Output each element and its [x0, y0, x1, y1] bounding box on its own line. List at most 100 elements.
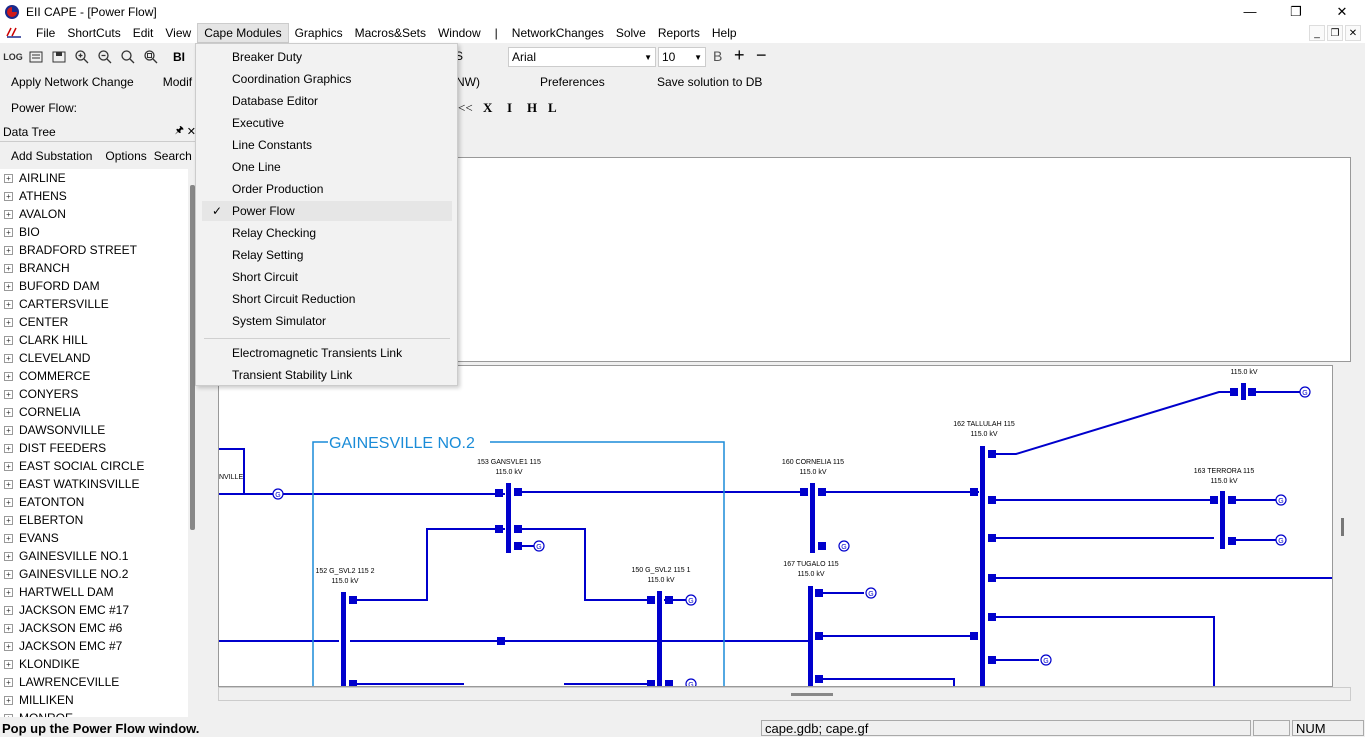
breaker[interactable] — [514, 542, 522, 550]
tree-item[interactable]: +BIO — [0, 223, 188, 241]
tree-item[interactable]: +BRANCH — [0, 259, 188, 277]
bus-bar[interactable] — [980, 446, 985, 687]
transmission-line[interactable] — [350, 528, 505, 601]
diagram-vertical-scrollbar[interactable] — [1333, 365, 1351, 687]
breaker[interactable] — [514, 488, 522, 496]
db-open-icon[interactable] — [26, 48, 46, 66]
nav-h-button[interactable]: H — [527, 100, 538, 115]
breaker[interactable] — [497, 637, 505, 645]
menu-cape-modules[interactable]: Cape Modules — [197, 23, 289, 43]
tree-item[interactable]: +MILLIKEN — [0, 691, 188, 709]
tree-item[interactable]: +ATHENS — [0, 187, 188, 205]
dropdown-item-electromagnetic-transients-link[interactable]: Electromagnetic Transients Link — [202, 343, 452, 363]
tree-item[interactable]: +BRADFORD STREET — [0, 241, 188, 259]
transmission-line[interactable] — [818, 678, 955, 687]
apply-network-change-button[interactable]: Apply Network Change — [11, 75, 134, 89]
tree-item[interactable]: +EVANS — [0, 529, 188, 547]
expand-icon[interactable]: + — [4, 209, 13, 219]
expand-icon[interactable]: + — [4, 659, 13, 669]
tree-item[interactable]: +CLARK HILL — [0, 331, 188, 349]
breaker[interactable] — [970, 488, 978, 496]
breaker[interactable] — [349, 596, 357, 604]
zoom-icon[interactable] — [118, 48, 138, 66]
nav-first-button[interactable]: << — [458, 100, 473, 115]
dropdown-item-breaker-duty[interactable]: Breaker Duty — [202, 47, 452, 67]
pin-icon[interactable]: 🖈 — [174, 125, 184, 136]
mdi-minimize-button[interactable]: _ — [1309, 25, 1325, 41]
tree-item[interactable]: +MONROE — [0, 709, 188, 717]
expand-icon[interactable]: + — [4, 605, 13, 615]
substation-label[interactable]: GAINESVILLE NO.2 — [329, 435, 475, 452]
scrollbar-thumb[interactable] — [1341, 518, 1344, 536]
expand-icon[interactable]: + — [4, 371, 13, 381]
scrollbar-thumb[interactable] — [190, 185, 195, 530]
generator-icon[interactable]: G — [1299, 386, 1311, 398]
breaker[interactable] — [818, 542, 826, 550]
bus-bar[interactable] — [810, 483, 815, 553]
tree-item[interactable]: +EATONTON — [0, 493, 188, 511]
font-size-select[interactable]: 10 ▼ — [658, 47, 706, 67]
nav-i-button[interactable]: I — [507, 100, 513, 115]
expand-icon[interactable]: + — [4, 695, 13, 705]
generator-icon[interactable]: G — [272, 488, 284, 500]
breaker[interactable] — [970, 632, 978, 640]
tree-item[interactable]: +DIST FEEDERS — [0, 439, 188, 457]
dropdown-item-coordination-graphics[interactable]: Coordination Graphics — [202, 69, 452, 89]
expand-icon[interactable]: + — [4, 173, 13, 183]
tree-item[interactable]: +JACKSON EMC #17 — [0, 601, 188, 619]
dropdown-item-relay-checking[interactable]: Relay Checking — [202, 223, 452, 243]
breaker[interactable] — [818, 488, 826, 496]
substation-boundary[interactable] — [312, 441, 328, 687]
expand-icon[interactable]: + — [4, 425, 13, 435]
tree-item[interactable]: +DAWSONVILLE — [0, 421, 188, 439]
tree-item[interactable]: +ELBERTON — [0, 511, 188, 529]
dropdown-item-system-simulator[interactable]: System Simulator — [202, 311, 452, 331]
breaker[interactable] — [495, 525, 503, 533]
tree-item[interactable]: +LAWRENCEVILLE — [0, 673, 188, 691]
bus-bar[interactable] — [341, 592, 346, 687]
dropdown-item-power-flow[interactable]: ✓Power Flow — [202, 201, 452, 221]
breaker[interactable] — [988, 574, 996, 582]
transmission-line[interactable] — [219, 448, 274, 495]
bus-bar[interactable] — [808, 586, 813, 687]
generator-icon[interactable]: G — [838, 540, 850, 552]
tree-item[interactable]: +HARTWELL DAM — [0, 583, 188, 601]
breaker[interactable] — [514, 525, 522, 533]
dropdown-item-short-circuit[interactable]: Short Circuit — [202, 267, 452, 287]
minimize-button[interactable]: — — [1243, 4, 1257, 19]
breaker[interactable] — [647, 596, 655, 604]
expand-icon[interactable]: + — [4, 335, 13, 345]
expand-icon[interactable]: + — [4, 227, 13, 237]
tree-item[interactable]: +CENTER — [0, 313, 188, 331]
breaker[interactable] — [665, 596, 673, 604]
expand-icon[interactable]: + — [4, 497, 13, 507]
breaker[interactable] — [1230, 388, 1238, 396]
dropdown-item-executive[interactable]: Executive — [202, 113, 452, 133]
menu-window[interactable]: Window — [437, 26, 481, 40]
transmission-line[interactable] — [991, 616, 1215, 687]
expand-icon[interactable]: + — [4, 389, 13, 399]
nav-x-button[interactable]: X — [483, 100, 493, 115]
expand-icon[interactable]: + — [4, 515, 13, 525]
bus-bar[interactable] — [506, 483, 511, 553]
add-substation-button[interactable]: Add Substation — [11, 149, 93, 163]
expand-icon[interactable]: + — [4, 443, 13, 453]
menu-edit[interactable]: Edit — [132, 26, 154, 40]
breaker[interactable] — [665, 680, 673, 687]
tree-item[interactable]: +AIRLINE — [0, 169, 188, 187]
zoom-out-icon[interactable] — [95, 48, 115, 66]
font-name-select[interactable]: Arial ▼ — [508, 47, 656, 67]
expand-icon[interactable]: + — [4, 587, 13, 597]
generator-icon[interactable]: G — [685, 678, 697, 687]
expand-icon[interactable]: + — [4, 533, 13, 543]
mdi-restore-button[interactable]: ❐ — [1327, 25, 1343, 41]
transmission-line[interactable] — [518, 528, 649, 601]
maximize-button[interactable]: ❐ — [1290, 3, 1302, 19]
one-line-diagram[interactable]: GAINESVILLE NO.2 NVILLE — [219, 366, 1333, 687]
tree-item[interactable]: +JACKSON EMC #7 — [0, 637, 188, 655]
menu-help[interactable]: Help — [711, 26, 737, 40]
breaker[interactable] — [495, 489, 503, 497]
options-button[interactable]: Options — [105, 149, 147, 163]
breaker[interactable] — [988, 656, 996, 664]
tree-item[interactable]: +CORNELIA — [0, 403, 188, 421]
